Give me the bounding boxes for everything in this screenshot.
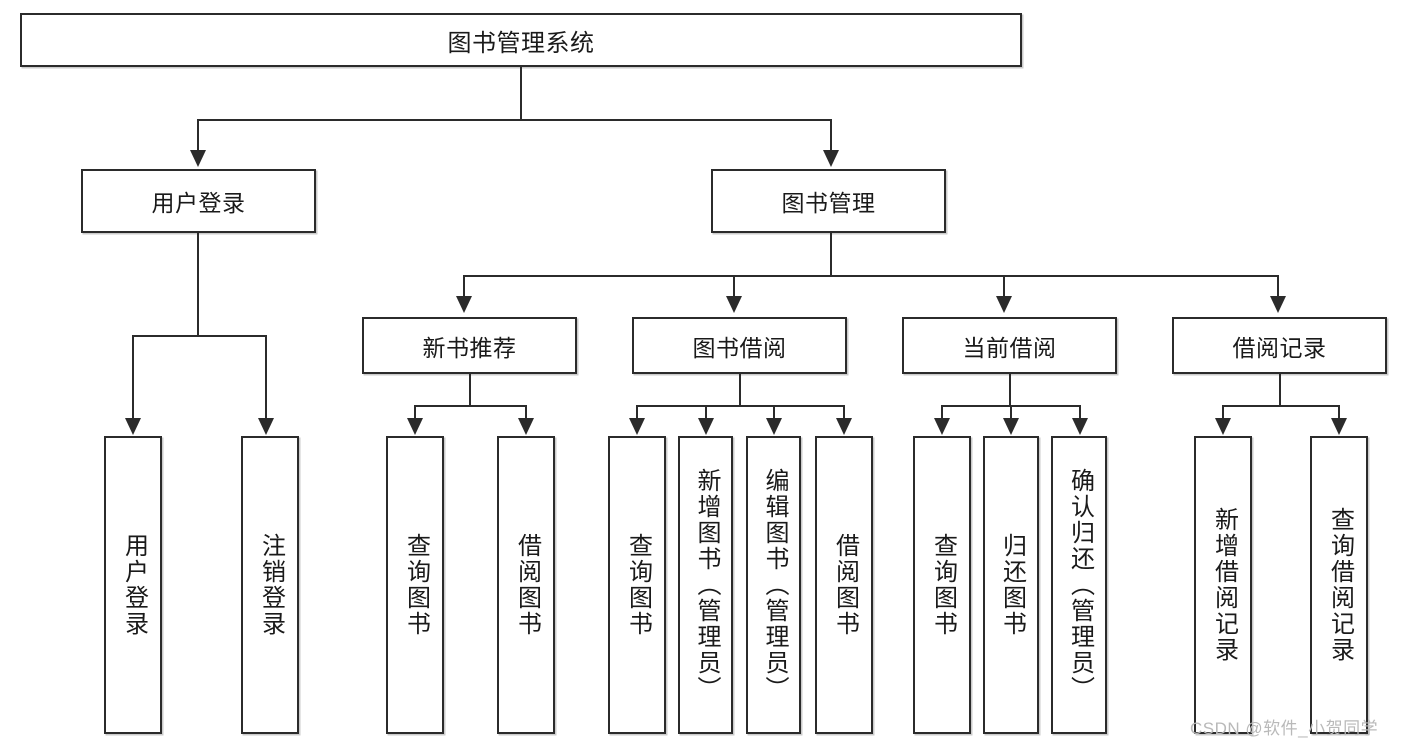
edge-to-new-book xyxy=(463,275,465,305)
edge-borrow-record-drop-1 xyxy=(1222,405,1224,419)
arrowhead-user-login-leaf-1 xyxy=(125,418,141,435)
node-book-management[interactable]: 图书管理 xyxy=(711,169,946,233)
arrowhead-borrow-record-leaf-2 xyxy=(1331,418,1347,435)
leaf-label: 新增借阅记录 xyxy=(1210,507,1238,663)
leaf-add-book-admin[interactable]: 新增图书（管理员） xyxy=(678,436,733,734)
node-label: 用户登录 xyxy=(151,190,246,216)
edge-current-borrow-drop-1 xyxy=(941,405,943,419)
edge-borrow-record-branch-bar xyxy=(1222,405,1338,407)
node-current-borrow[interactable]: 当前借阅 xyxy=(902,317,1117,374)
edge-user-login-drop-1 xyxy=(132,335,134,419)
leaf-add-borrow-record[interactable]: 新增借阅记录 xyxy=(1194,436,1252,734)
leaf-query-book-new[interactable]: 查询图书 xyxy=(386,436,444,734)
arrowhead-new-book-leaf-1 xyxy=(407,418,423,435)
arrowhead-to-borrow-record xyxy=(1270,296,1286,313)
arrowhead-borrow-record-leaf-1 xyxy=(1215,418,1231,435)
edge-new-book-drop-2 xyxy=(525,405,527,419)
node-label: 图书借阅 xyxy=(692,334,787,361)
arrowhead-to-book-borrow xyxy=(726,296,742,313)
edge-user-login-branch-bar xyxy=(132,335,265,337)
leaf-query-book-borrow[interactable]: 查询图书 xyxy=(608,436,666,734)
leaf-query-borrow-record[interactable]: 查询借阅记录 xyxy=(1310,436,1368,734)
node-label: 图书管理系统 xyxy=(447,29,595,57)
leaf-label: 确认归还（管理员） xyxy=(1066,468,1094,702)
arrowhead-current-borrow-leaf-2 xyxy=(1003,418,1019,435)
edge-book-borrow-stem xyxy=(739,374,741,405)
arrowhead-book-borrow-leaf-2 xyxy=(698,418,714,435)
arrowhead-user-login-leaf-2 xyxy=(258,418,274,435)
edge-root-branch-bar xyxy=(197,119,832,121)
edge-user-login-stem xyxy=(197,233,199,335)
edge-new-book-stem xyxy=(469,374,471,405)
arrowhead-current-borrow-leaf-1 xyxy=(934,418,950,435)
node-borrow-record[interactable]: 借阅记录 xyxy=(1172,317,1387,374)
leaf-label: 注销登录 xyxy=(257,533,285,637)
edge-current-borrow-drop-2 xyxy=(1010,405,1012,419)
leaf-borrow-book-new[interactable]: 借阅图书 xyxy=(497,436,555,734)
edge-user-login-drop-2 xyxy=(265,335,267,419)
leaf-confirm-return-admin[interactable]: 确认归还（管理员） xyxy=(1051,436,1107,734)
node-label: 图书管理 xyxy=(781,190,876,216)
arrowhead-book-borrow-leaf-1 xyxy=(629,418,645,435)
leaf-label: 查询图书 xyxy=(624,533,652,637)
edge-borrow-record-drop-2 xyxy=(1338,405,1340,419)
arrowhead-to-book-management xyxy=(823,150,839,167)
edge-current-borrow-stem xyxy=(1009,374,1011,405)
arrowhead-current-borrow-leaf-3 xyxy=(1072,418,1088,435)
leaf-logout[interactable]: 注销登录 xyxy=(241,436,299,734)
edge-to-book-management xyxy=(830,119,832,151)
edge-current-borrow-drop-3 xyxy=(1079,405,1081,419)
leaf-label: 借阅图书 xyxy=(831,533,859,637)
node-new-book-recommend[interactable]: 新书推荐 xyxy=(362,317,577,374)
edge-borrow-record-stem xyxy=(1279,374,1281,405)
leaf-return-book[interactable]: 归还图书 xyxy=(983,436,1039,734)
edge-new-book-drop-1 xyxy=(414,405,416,419)
leaf-label: 查询图书 xyxy=(402,533,430,637)
edge-book-borrow-drop-2 xyxy=(705,405,707,419)
node-label: 当前借阅 xyxy=(962,334,1057,361)
edge-book-management-stem xyxy=(830,233,832,275)
edge-book-borrow-branch-bar xyxy=(636,405,845,407)
leaf-label: 查询借阅记录 xyxy=(1326,507,1354,663)
leaf-edit-book-admin[interactable]: 编辑图书（管理员） xyxy=(746,436,801,734)
edge-book-borrow-drop-4 xyxy=(843,405,845,419)
node-book-borrow[interactable]: 图书借阅 xyxy=(632,317,847,374)
arrowhead-new-book-leaf-2 xyxy=(518,418,534,435)
node-book-management-system[interactable]: 图书管理系统 xyxy=(20,13,1022,67)
leaf-label: 用户登录 xyxy=(120,533,148,637)
node-user-login[interactable]: 用户登录 xyxy=(81,169,316,233)
leaf-label: 编辑图书（管理员） xyxy=(760,468,788,702)
arrowhead-to-user-login xyxy=(190,150,206,167)
leaf-label: 归还图书 xyxy=(998,533,1026,637)
edge-to-borrow-record xyxy=(1277,275,1279,305)
edge-new-book-branch-bar xyxy=(414,405,525,407)
arrowhead-to-current-borrow xyxy=(996,296,1012,313)
leaf-label: 新增图书（管理员） xyxy=(692,468,720,702)
arrowhead-book-borrow-leaf-4 xyxy=(836,418,852,435)
edge-book-borrow-drop-1 xyxy=(636,405,638,419)
edge-book-borrow-drop-3 xyxy=(773,405,775,419)
edge-to-user-login xyxy=(197,119,199,151)
leaf-query-book-current[interactable]: 查询图书 xyxy=(913,436,971,734)
edge-to-book-borrow xyxy=(733,275,735,305)
arrowhead-book-borrow-leaf-3 xyxy=(766,418,782,435)
leaf-label: 借阅图书 xyxy=(513,533,541,637)
edge-book-management-branch-bar xyxy=(463,275,1279,277)
edge-to-current-borrow xyxy=(1003,275,1005,305)
arrowhead-to-new-book xyxy=(456,296,472,313)
leaf-borrow-book[interactable]: 借阅图书 xyxy=(815,436,873,734)
leaf-user-login[interactable]: 用户登录 xyxy=(104,436,162,734)
node-label: 借阅记录 xyxy=(1232,334,1327,361)
leaf-label: 查询图书 xyxy=(929,533,957,637)
node-label: 新书推荐 xyxy=(422,334,517,361)
edge-root-stem xyxy=(520,67,522,119)
